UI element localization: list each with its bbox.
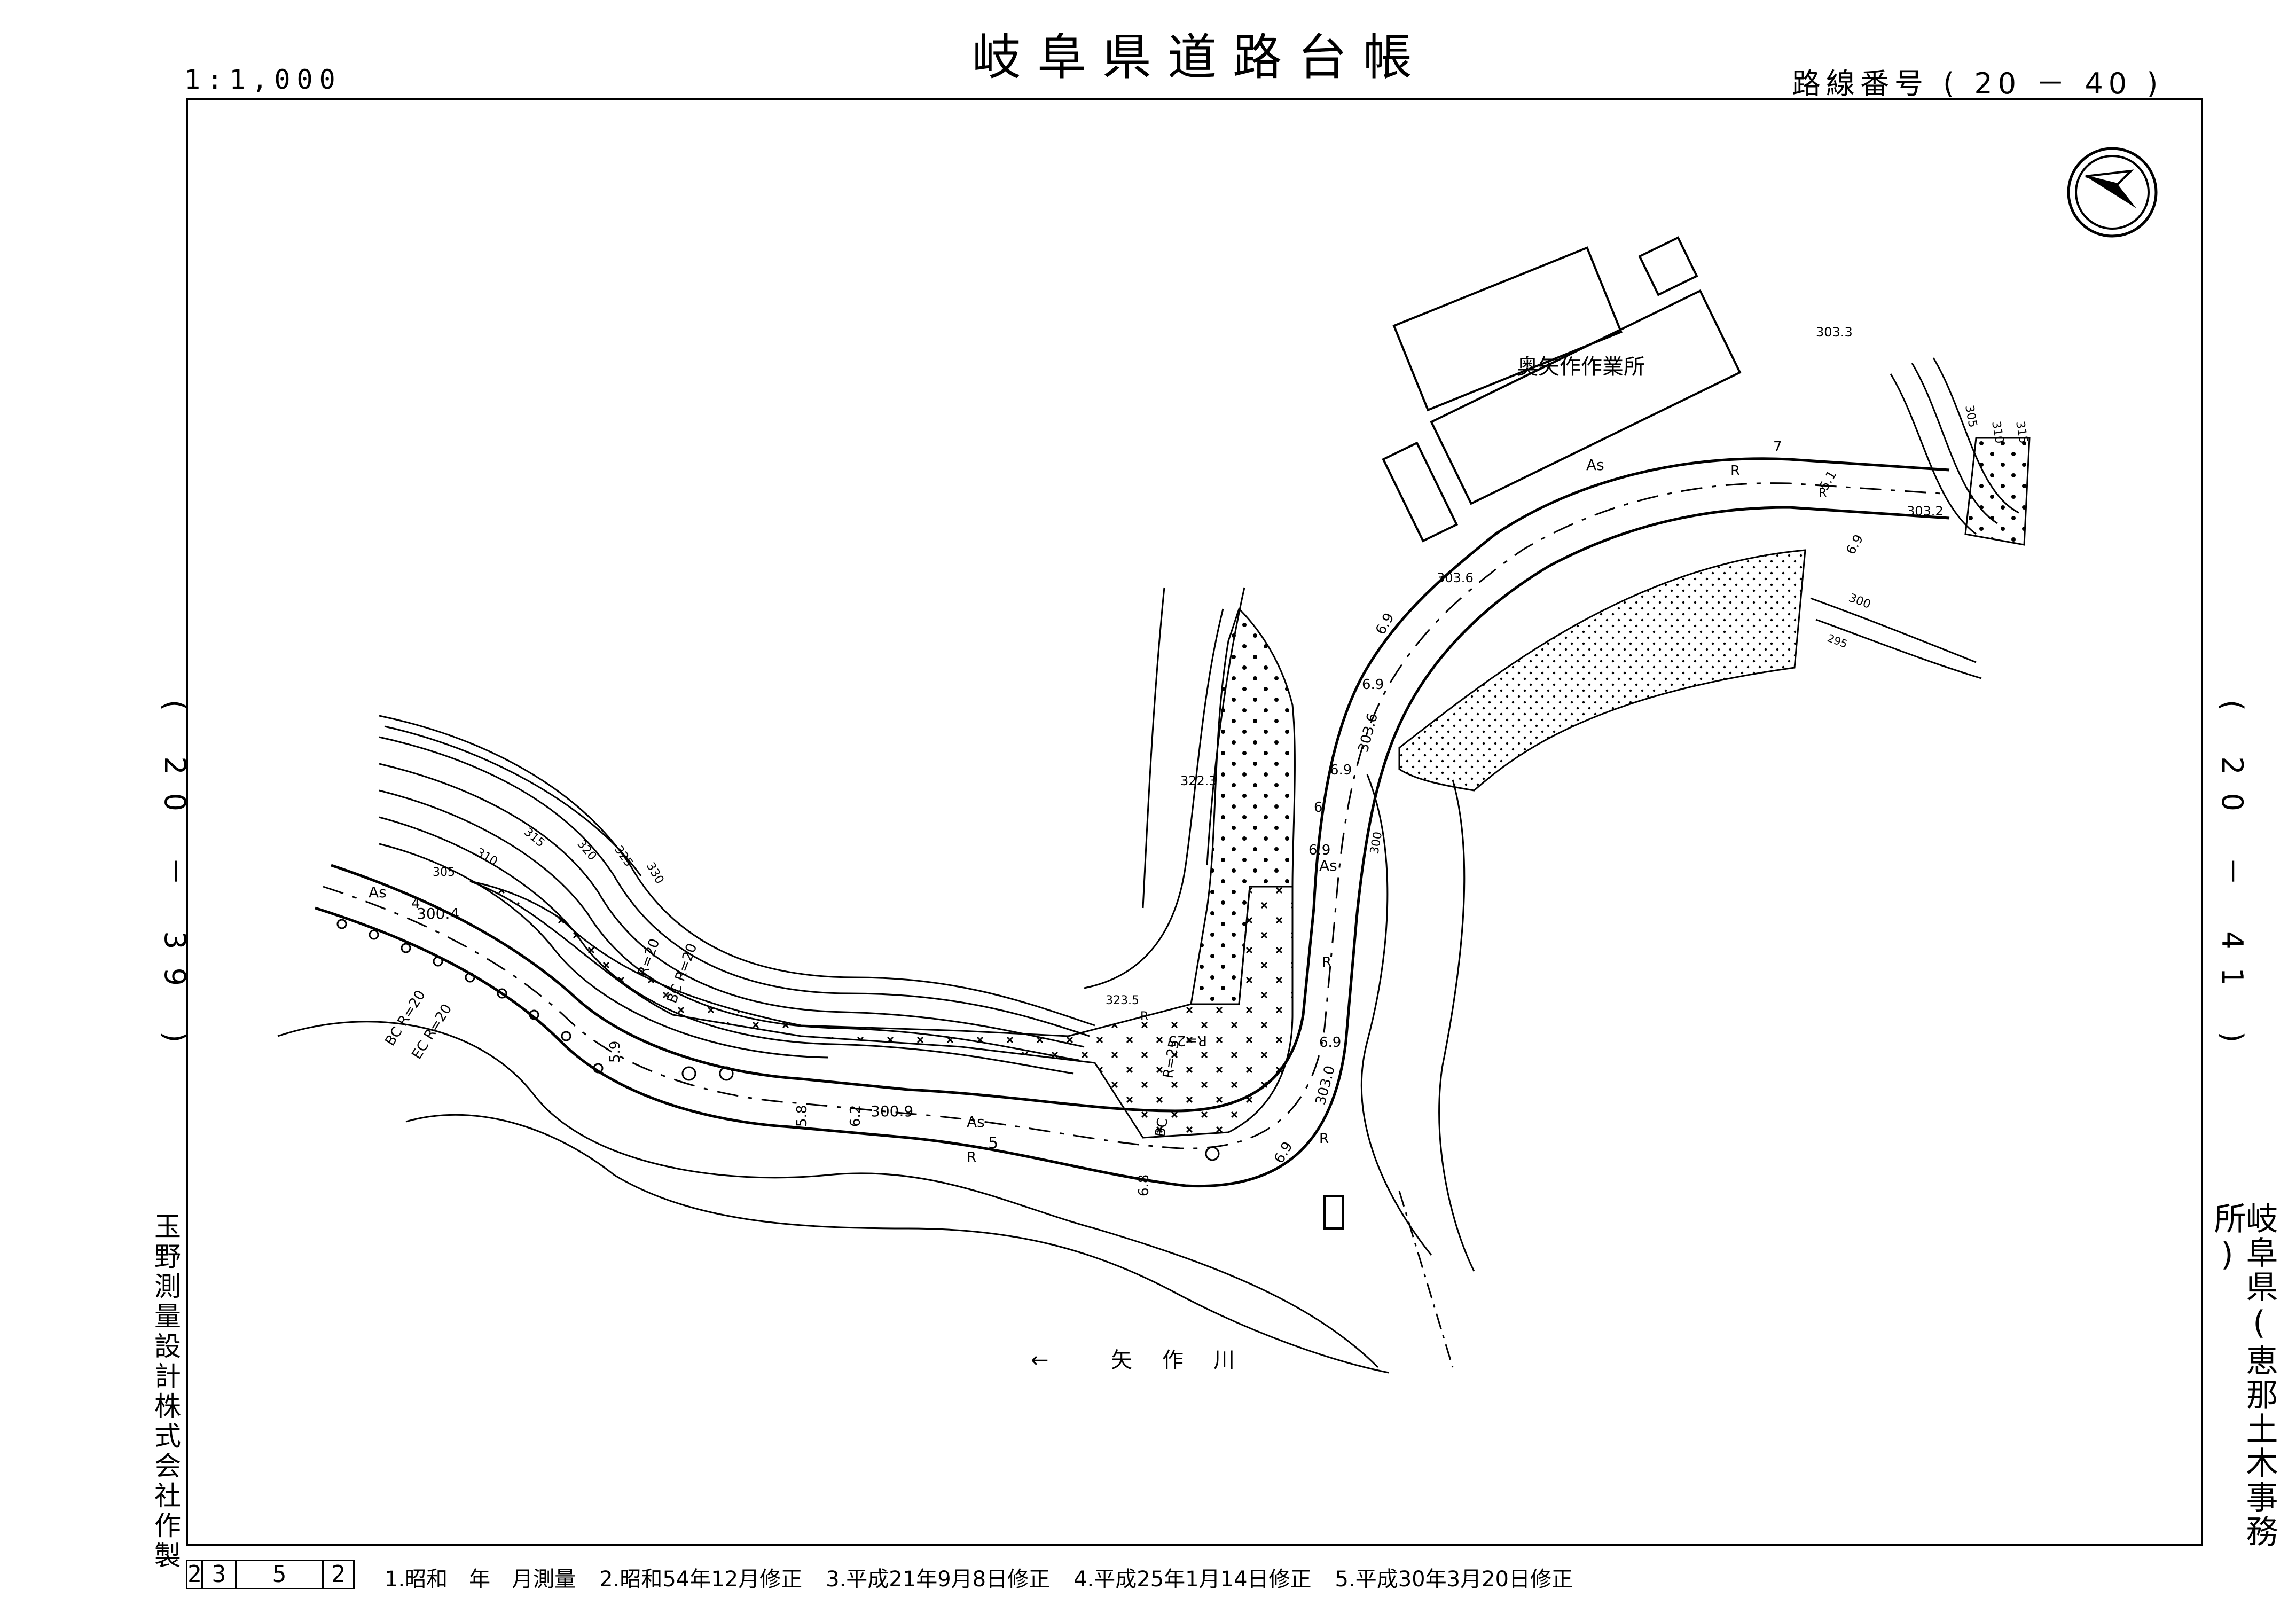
elevation-label: 300.4 [417,905,459,922]
contour-label: 305 [433,866,455,879]
edge-label: R [1730,463,1740,479]
width-label: 6 [1314,800,1323,816]
elevation-label: 303.0 [1313,1064,1338,1107]
sheet-digit: 2 [187,1561,202,1588]
revision-item: 1.昭和 年 月測量 [385,1567,576,1592]
curve-label: BC [1152,1117,1171,1138]
contour-lines-left [379,357,2019,1075]
edge-label: R [1140,1010,1148,1023]
surface-label: As [1319,857,1337,874]
facility-label: 奥矢作作業所 [1517,355,1645,379]
map-frame [186,98,2203,1546]
sheet-digit: 2 [322,1561,353,1588]
slope-area-right [1398,549,1806,792]
contour-label: 295 [1825,631,1849,651]
width-label: 5.9 [607,1041,623,1063]
elevation-label: 303.3 [1816,325,1853,340]
slope-area-far-right [1964,437,2031,546]
river-label: 矢 作 川 [1111,1348,1239,1373]
elevation-label: 300.9 [871,1102,913,1120]
width-label: 6.2 [848,1105,864,1127]
route-number: 路線番号 ( 20 － 40 ) [1792,67,2164,100]
lane-mark: 4 [411,896,420,912]
revision-item: 3.平成21年9月8日修正 [826,1567,1051,1592]
guardrail-posts [336,919,1220,1161]
edge-label: R [1322,954,1331,970]
edge-label: R [1819,487,1827,500]
revision-item: 5.平成30年3月20日修正 [1335,1567,1573,1592]
edge-label: R [967,1149,976,1165]
width-label: 6.8 [1136,1174,1152,1196]
width-label: 6.9 [1373,610,1398,638]
road-map-drawing: 奥矢作作業所 ← 矢 作 川 303.3 303.2 303.6 303.6 3… [277,147,2158,1374]
width-label: 6.9 [1362,677,1384,693]
surface-label: As [967,1113,985,1131]
contour-label: 315 [521,825,547,850]
surface-label: As [1586,456,1604,474]
elevation-label: 303.2 [1907,504,1944,519]
width-label: 6.9 [1330,762,1352,778]
width-label: 6.9 [1308,842,1330,858]
width-label: 6.9 [1843,532,1866,557]
sheet-digit: 3 [201,1561,235,1588]
contour-label: 305 [1962,404,1979,429]
revision-history: 1.昭和 年 月測量 2.昭和54年12月修正 3.平成21年9月8日修正 4.… [385,1562,1573,1593]
curve-label: BC R=20 [664,941,700,1005]
map-scale: 1:1,000 [184,64,342,95]
map-title: 岐阜県道路台帳 [972,29,1429,86]
edge-label: R [1319,1131,1329,1147]
contour-label: 300 [1847,591,1872,612]
elevation-label: 323.5 [1106,994,1139,1007]
width-label: 5.8 [794,1105,810,1127]
elevation-label: 322.3 [1180,773,1217,788]
contour-label: 300 [1368,831,1385,855]
contour-label: 325 [612,843,636,870]
sheet-digit: 5 [235,1561,322,1588]
curve-label: R=25 [1168,1032,1207,1048]
width-label: 6.9 [1271,1139,1296,1166]
lane-mark: 7 [1773,439,1782,455]
adjacent-sheet-right: ( 20 － 41 ) [2215,700,2249,1061]
adjacent-sheet-left: ( 20 － 39 ) [158,700,192,1061]
revision-item: 4.平成25年1月14日修正 [1073,1567,1312,1592]
boundary-line [1398,1191,1454,1368]
facility-buildings [1323,236,1742,1230]
road-centerline [323,482,1950,1149]
surveyor-credit: 玉野測量設計株式会社作製 [150,1212,181,1571]
river-bank [277,774,1475,1374]
contour-label: 310 [474,846,500,869]
width-label: 5 [988,1134,998,1153]
elevation-label: 303.6 [1355,711,1381,754]
contour-label: 320 [574,837,599,863]
road-edges [315,457,1950,1188]
elevation-label: 303.6 [1437,570,1474,585]
slope-area-center [1190,607,1296,1005]
issuing-office: 岐阜県(恵那土木事務所) [2208,1202,2278,1549]
revision-item: 2.昭和54年12月修正 [599,1567,803,1592]
width-label: 6.9 [1319,1035,1341,1051]
surface-label: As [369,883,387,901]
contour-label: 330 [644,860,667,887]
sheet-number-box: 2 3 5 2 [186,1560,355,1589]
river-arrow: ← [1031,1348,1049,1373]
north-arrow-icon [2067,147,2158,238]
fill-area-crossed [469,880,1294,1139]
